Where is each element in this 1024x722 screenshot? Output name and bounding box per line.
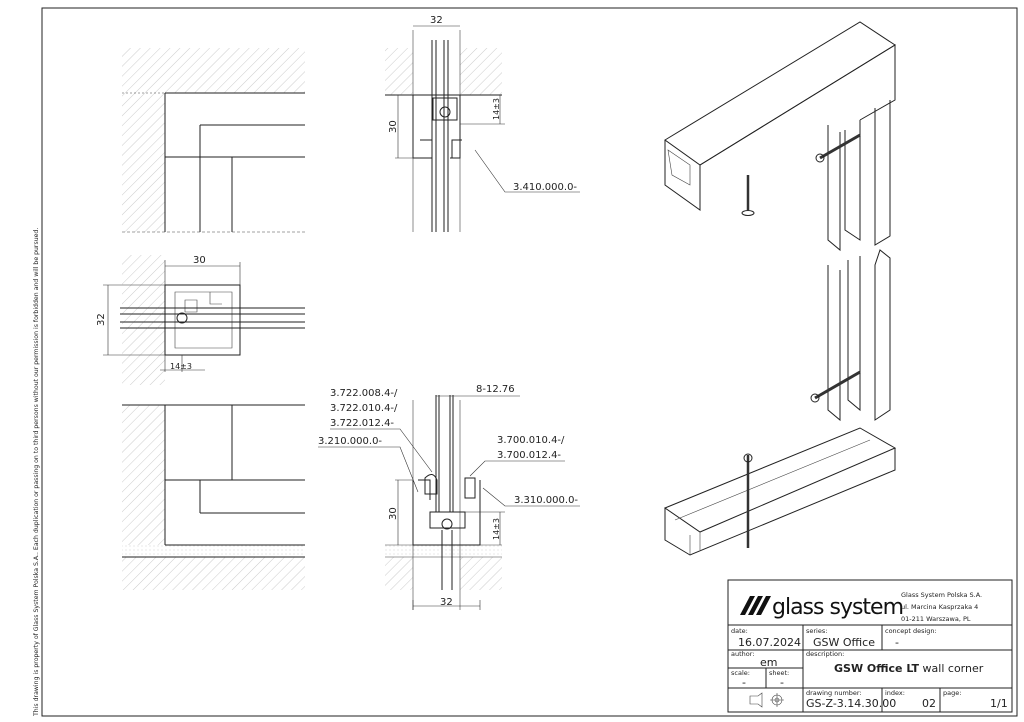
dim-top-height: 30 [388,120,399,133]
series-label: series: [806,627,827,635]
plan-view-top [122,48,305,233]
description-bold: GSW Office LT [834,662,920,675]
date-label: date: [731,627,748,635]
dim-mid-offset: 14±3 [170,362,192,371]
label-gasket-a2: 3.722.010.4-/ [330,403,398,414]
scale-label: scale: [731,669,750,677]
dim-bottom-offset: 14±3 [492,518,501,540]
page-label: page: [943,689,961,697]
index-label: index: [885,689,905,697]
head-section: 32 30 14±3 3.410.000.0- [385,15,580,232]
dim-mid-height: 32 [96,313,107,326]
label-gasket-a3: 3.722.012.4- [330,418,394,429]
horizontal-section: 30 32 14±3 [96,255,305,385]
description-rest: wall corner [919,662,984,675]
description-value: GSW Office LT wall corner [834,662,984,675]
company-name: Glass System Polska S.A. [901,591,982,599]
page-value: 1/1 [990,697,1008,710]
sheet-label: sheet: [769,669,789,677]
label-cover: 3.310.000.0- [514,495,578,506]
concept-label: concept design: [885,627,937,635]
company-street: ul. Marcina Kasprzaka 4 [901,603,978,611]
plan-view-bottom [122,404,305,590]
drawing-number-label: drawing number: [806,689,862,697]
index-value: 02 [922,697,936,710]
scale-value: - [742,676,746,689]
label-gasket-b2: 3.700.012.4- [497,450,561,461]
sheet-value: - [780,676,784,689]
drawing-frame [41,7,1018,717]
dim-top-width: 32 [430,15,443,26]
description-label: description: [806,650,844,658]
author-value: em [760,656,777,669]
sill-section: 8-12.76 30 14±3 32 3.722.008.4-/ 3.722.0… [318,384,580,610]
label-gasket-a1: 3.722.008.4-/ [330,388,398,399]
label-frame: 3.210.000.0- [318,436,382,447]
date-value: 16.07.2024 [738,636,801,649]
dim-bottom-width: 32 [440,597,453,608]
author-label: author: [731,650,755,658]
dim-glass-thickness: 8-12.76 [476,384,515,395]
logo: glass system [740,595,904,620]
label-top-profile: 3.410.000.0- [513,182,577,193]
dim-bottom-height: 30 [388,507,399,520]
isometric-view-bottom [663,249,897,556]
logo-text: glass system [772,595,903,620]
company-city: 01-211 Warszawa, PL [901,615,971,623]
projection-symbol-icon [749,692,784,708]
label-gasket-b1: 3.700.010.4-/ [497,435,565,446]
dim-top-offset: 14±3 [492,98,501,120]
copyright-note: This drawing is property of Glass System… [33,228,40,717]
dim-mid-width: 30 [193,255,206,266]
drawing-number-value: GS-Z-3.14.30.00 [806,697,896,710]
series-value: GSW Office [813,636,875,649]
concept-value: - [895,636,899,649]
title-block: glass system Glass System Polska S.A. ul… [727,579,1013,713]
isometric-view-top [664,21,896,252]
